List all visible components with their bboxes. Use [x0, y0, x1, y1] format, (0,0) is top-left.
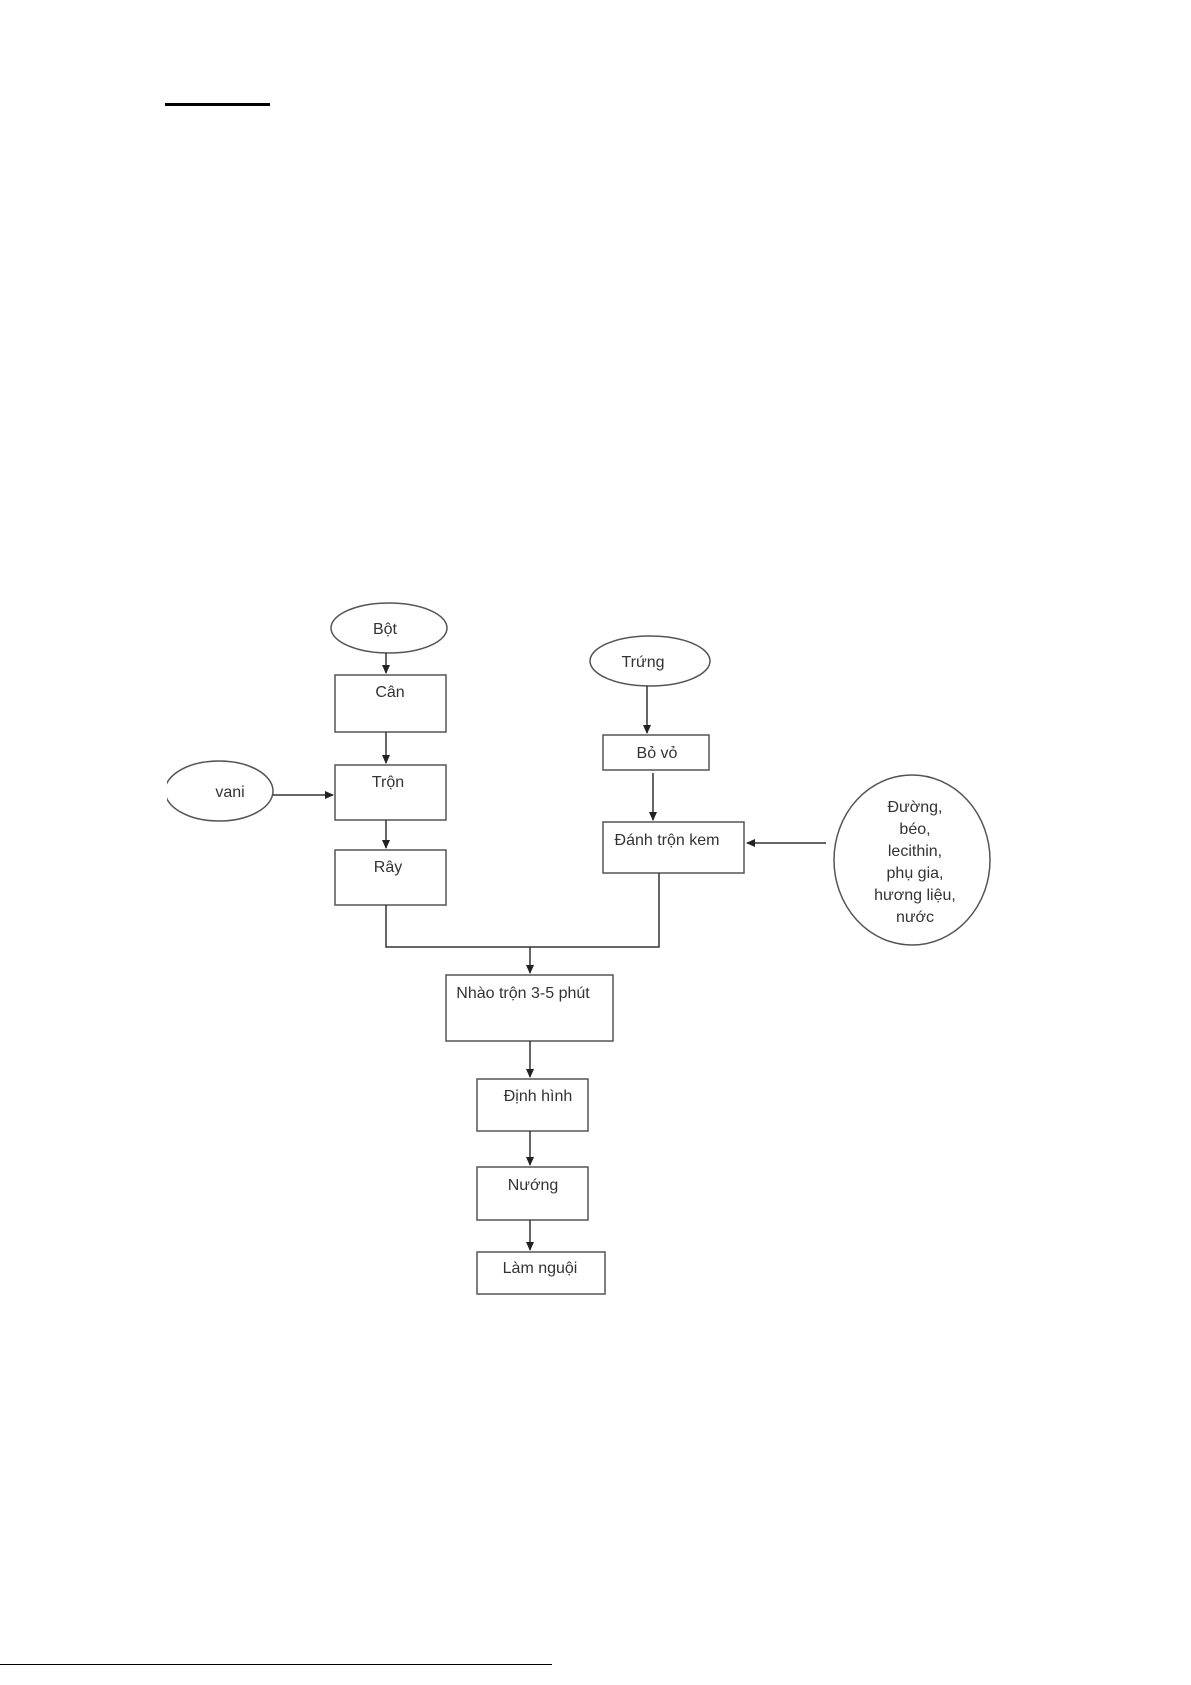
additive-label: béo,: [899, 821, 930, 838]
input-flour: Bột: [330, 602, 448, 654]
input-eggs: Trứng: [589, 635, 711, 687]
footnote-separator: [0, 1664, 552, 1665]
step-knead: Nhào trộn 3-5 phút: [445, 974, 614, 1042]
step-shape-label: Định hình: [504, 1088, 573, 1105]
step-shell: Bỏ vỏ: [602, 734, 710, 771]
additive-label: hương liệu,: [874, 887, 956, 904]
additive-label: Đường,: [888, 799, 943, 816]
input-vanilla-label: vani: [215, 784, 244, 801]
heading-underline: [165, 103, 270, 106]
additive-label: phụ gia,: [887, 865, 944, 882]
step-mix: Trộn: [334, 764, 447, 821]
input-eggs-label: Trứng: [621, 654, 664, 671]
step-cream: Đánh trộn kem: [602, 821, 745, 874]
step-cream-label: Đánh trộn kem: [615, 832, 720, 849]
step-cool-label: Làm nguội: [503, 1260, 578, 1277]
step-knead-label: Nhào trộn 3-5 phút: [456, 985, 590, 1002]
step-mix-label: Trộn: [372, 774, 404, 791]
step-shell-label: Bỏ vỏ: [637, 745, 678, 762]
input-additives: Đường, béo, lecithin, phụ gia, hương liệ…: [833, 774, 991, 946]
step-weigh-label: Cân: [375, 684, 404, 701]
step-cool: Làm nguội: [476, 1251, 606, 1295]
step-bake-label: Nướng: [508, 1177, 559, 1194]
input-flour-label: Bột: [373, 621, 398, 638]
additive-label: nước: [896, 909, 934, 926]
step-shape: Định hình: [476, 1078, 589, 1132]
input-vanilla: vani: [167, 760, 274, 822]
additive-label: lecithin,: [888, 843, 942, 860]
step-sift-label: Rây: [374, 859, 402, 876]
step-weigh: Cân: [334, 674, 447, 733]
step-sift: Rây: [334, 849, 447, 906]
merge-connector: [385, 873, 660, 948]
step-bake: Nướng: [476, 1166, 589, 1221]
